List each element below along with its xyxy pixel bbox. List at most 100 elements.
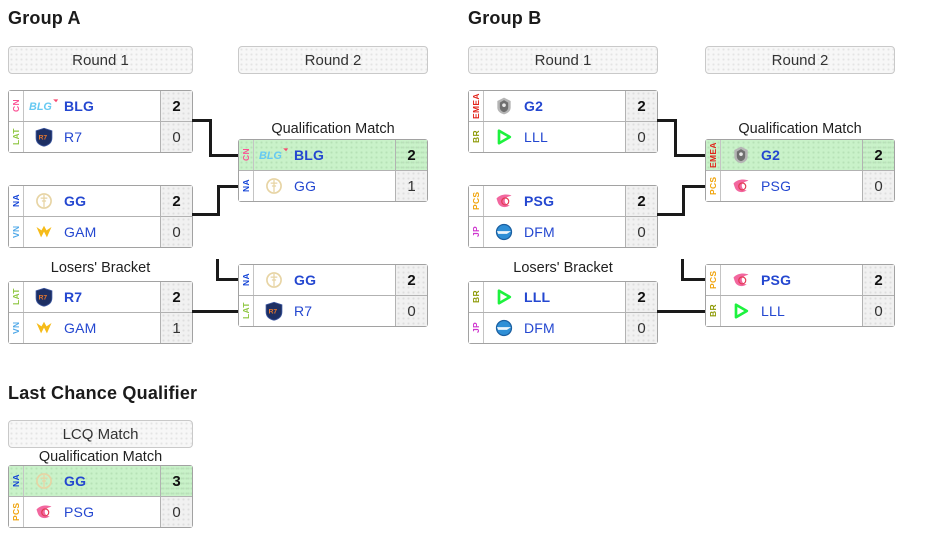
team-row[interactable]: NA GG 1 (239, 170, 427, 201)
team-row[interactable]: LAT R7 0 (239, 295, 427, 326)
team-score: 2 (625, 91, 657, 121)
region-label: BR (469, 282, 484, 312)
r7-logo-icon (24, 122, 64, 152)
psg-logo-icon (721, 171, 761, 201)
team-row[interactable]: PCS PSG 2 (706, 265, 894, 295)
region-label: JP (469, 217, 484, 247)
team-name-link[interactable]: PSG (524, 193, 555, 209)
bracket-connector (657, 310, 705, 313)
qualification-match-label: Qualification Match (271, 121, 395, 137)
team-score: 2 (395, 140, 427, 170)
region-label: EMEA (706, 140, 721, 170)
team-name-link[interactable]: BLG (64, 98, 95, 114)
losers-bracket-label: Losers' Bracket (513, 260, 613, 276)
team-row[interactable]: BR LLL 0 (706, 295, 894, 326)
team-row[interactable]: VN GAM 0 (9, 216, 192, 247)
lcq-match-button[interactable]: LCQ Match (8, 420, 193, 448)
psg-logo-icon (721, 265, 761, 295)
team-row[interactable]: LAT R7 2 (9, 282, 192, 312)
region-label: BR (469, 122, 484, 152)
bracket-connector (217, 185, 220, 216)
dfm-logo-icon (484, 217, 524, 247)
losers-bracket-label: Losers' Bracket (50, 260, 151, 276)
team-row[interactable]: CN BLG 2 (239, 140, 427, 170)
dfm-logo-icon (484, 313, 524, 343)
team-name-link[interactable]: GG (294, 178, 317, 194)
team-row[interactable]: VN GAM 1 (9, 312, 192, 343)
team-row[interactable]: JP DFM 0 (469, 312, 657, 343)
bracket-connector (209, 154, 238, 157)
team-score: 2 (160, 282, 192, 312)
team-row[interactable]: JP DFM 0 (469, 216, 657, 247)
team-score: 0 (625, 217, 657, 247)
match-box: CN BLG 2 LAT R7 0 (8, 90, 193, 153)
gg-logo-icon (254, 265, 294, 295)
psg-logo-icon (484, 186, 524, 216)
team-score: 2 (160, 91, 192, 121)
team-name-link[interactable]: GAM (64, 224, 97, 240)
lll-logo-icon (484, 282, 524, 312)
match-box: NA GG 2 VN GAM 0 (8, 185, 193, 248)
match-box: EMEA G2 2 BR LLL 0 (468, 90, 658, 153)
team-row[interactable]: BR LLL 2 (469, 282, 657, 312)
team-row[interactable]: NA GG 2 (239, 265, 427, 295)
team-row[interactable]: PCS PSG 2 (469, 186, 657, 216)
team-name-link[interactable]: LLL (524, 129, 548, 145)
region-label: VN (9, 217, 24, 247)
region-label: NA (9, 186, 24, 216)
group-a-round-1-button[interactable]: Round 1 (8, 46, 193, 74)
g2-logo-icon (484, 91, 524, 121)
match-box: NA GG 2 LAT R7 0 (238, 264, 428, 327)
group-a-round-2-button[interactable]: Round 2 (238, 46, 428, 74)
region-label: PCS (469, 186, 484, 216)
team-score: 0 (625, 122, 657, 152)
team-name-link[interactable]: DFM (524, 320, 555, 336)
bracket-connector (192, 213, 220, 216)
lll-logo-icon (484, 122, 524, 152)
bracket-connector (209, 119, 212, 157)
group-b-round-2-button[interactable]: Round 2 (705, 46, 895, 74)
qualification-match-label: Qualification Match (738, 121, 862, 137)
team-row[interactable]: BR LLL 0 (469, 121, 657, 152)
team-row[interactable]: CN BLG 2 (9, 91, 192, 121)
team-score: 2 (862, 265, 894, 295)
team-name-link[interactable]: BLG (294, 147, 325, 163)
bracket-connector (674, 154, 705, 157)
gam-logo-icon (24, 313, 64, 343)
team-name-link[interactable]: LLL (761, 303, 785, 319)
blg-logo-icon (254, 140, 294, 170)
team-name-link[interactable]: GAM (64, 320, 97, 336)
team-row[interactable]: PCS PSG 0 (706, 170, 894, 201)
region-label: LAT (9, 122, 24, 152)
team-name-link[interactable]: R7 (294, 303, 313, 319)
team-name-link[interactable]: GG (294, 272, 317, 288)
team-name-link[interactable]: PSG (761, 178, 792, 194)
team-score: 0 (395, 296, 427, 326)
team-score: 2 (625, 282, 657, 312)
team-name-link[interactable]: GG (64, 193, 87, 209)
bracket-connector (674, 119, 677, 157)
team-row[interactable]: NA GG 2 (9, 186, 192, 216)
team-row[interactable]: EMEA G2 2 (469, 91, 657, 121)
bracket-connector (216, 278, 238, 281)
bracket-connector (681, 278, 705, 281)
team-row[interactable]: NA GG 3 (9, 466, 192, 496)
team-name-link[interactable]: LLL (524, 289, 551, 305)
team-name-link[interactable]: PSG (64, 504, 95, 520)
team-row[interactable]: EMEA G2 2 (706, 140, 894, 170)
region-label: EMEA (469, 91, 484, 121)
team-name-link[interactable]: R7 (64, 129, 83, 145)
team-name-link[interactable]: DFM (524, 224, 555, 240)
team-name-link[interactable]: G2 (761, 147, 781, 163)
region-label: NA (239, 171, 254, 201)
group-b-round-1-button[interactable]: Round 1 (468, 46, 658, 74)
team-row[interactable]: LAT R7 0 (9, 121, 192, 152)
team-name-link[interactable]: PSG (761, 272, 792, 288)
team-name-link[interactable]: GG (64, 473, 87, 489)
group-b-title: Group B (468, 8, 542, 28)
team-name-link[interactable]: G2 (524, 98, 544, 114)
team-row[interactable]: PCS PSG 0 (9, 496, 192, 527)
psg-logo-icon (24, 497, 64, 527)
team-name-link[interactable]: R7 (64, 289, 83, 305)
